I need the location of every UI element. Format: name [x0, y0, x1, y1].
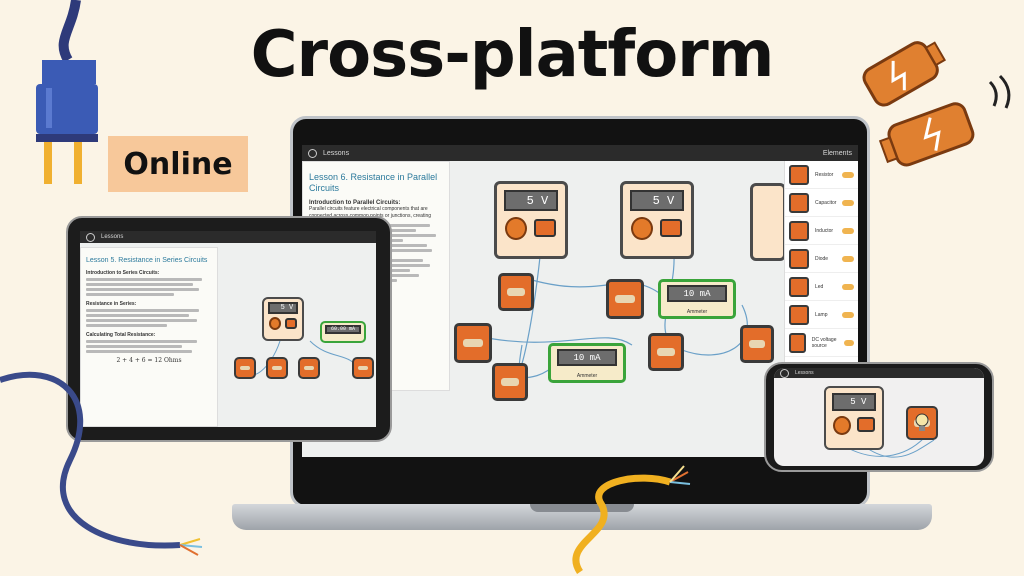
- ammeter-display: 10 mA: [556, 349, 618, 367]
- voltage-source-2[interactable]: 5 V: [620, 181, 694, 259]
- voltage-display: 5 V: [503, 189, 559, 212]
- lessons-tab[interactable]: Lessons: [323, 149, 350, 157]
- ammeter-display: 10 mA: [666, 285, 728, 303]
- voltage-source[interactable]: 5 V: [824, 386, 884, 450]
- online-badge: Online: [108, 136, 248, 192]
- tablet-screen: Lessons Lesson 5. Resistance in Series C…: [80, 231, 376, 427]
- power-plug-icon: [36, 0, 98, 184]
- section-heading: Introduction to Series Circuits:: [86, 270, 160, 276]
- app-logo-icon: [780, 368, 789, 378]
- resistor-icon: [789, 164, 809, 185]
- app-logo-icon: [308, 148, 317, 158]
- resistor-2[interactable]: [266, 357, 288, 379]
- tablet-app-bar: Lessons: [80, 231, 376, 243]
- wire-icon: [572, 465, 691, 574]
- voltage-knob-icon[interactable]: [268, 317, 281, 331]
- voltage-knob-icon[interactable]: [505, 217, 527, 241]
- resistor-5[interactable]: [648, 333, 684, 371]
- voltage-source[interactable]: 5 V: [262, 297, 304, 341]
- app-logo-icon: [86, 232, 95, 242]
- voltage-display: 5 V: [831, 392, 877, 411]
- switch-toggle[interactable]: [660, 218, 683, 238]
- inductor-icon: [789, 220, 809, 241]
- section-heading: Introduction to Parallel Circuits:: [309, 200, 401, 206]
- resistor-3[interactable]: [454, 323, 492, 363]
- lesson-panel: Lesson 5. Resistance in Series Circuits …: [80, 247, 218, 427]
- battery-icon: [862, 41, 1011, 167]
- resistor-1[interactable]: [234, 357, 256, 379]
- laptop-app-bar: Lessons Elements: [302, 145, 858, 161]
- lesson-title: Lesson 6. Resistance in Parallel Circuit…: [309, 172, 438, 193]
- resistor-2[interactable]: [606, 279, 644, 319]
- resistor-4[interactable]: [352, 357, 374, 379]
- element-led[interactable]: Led: [785, 273, 858, 301]
- ammeter-1[interactable]: 10 mA Ammeter: [658, 279, 736, 319]
- element-inductor[interactable]: Inductor: [785, 217, 858, 245]
- voltage-source-1[interactable]: 5 V: [494, 181, 568, 259]
- resistor-6[interactable]: [740, 325, 774, 363]
- switch-toggle[interactable]: [534, 218, 557, 238]
- phone-app-bar: Lessons: [774, 368, 984, 378]
- switch-toggle[interactable]: [284, 318, 298, 329]
- element-dc-source[interactable]: DC voltage source: [785, 329, 858, 357]
- ammeter-display: 60.00 mA: [325, 324, 361, 334]
- lamp-component[interactable]: [906, 406, 938, 440]
- ammeter-label: Ammeter: [576, 372, 598, 379]
- voltage-source-3[interactable]: [750, 183, 786, 261]
- section-heading: Calculating Total Resistance:: [86, 332, 156, 338]
- lessons-tab[interactable]: Lessons: [101, 234, 124, 240]
- lesson-title: Lesson 5. Resistance in Series Circuits: [86, 257, 208, 264]
- element-capacitor[interactable]: Capacitor: [785, 189, 858, 217]
- voltage-knob-icon[interactable]: [832, 415, 851, 435]
- voltage-display: 5 V: [267, 302, 299, 315]
- element-lamp[interactable]: Lamp: [785, 301, 858, 329]
- resistor-4[interactable]: [492, 363, 528, 401]
- lessons-tab[interactable]: Lessons: [795, 370, 814, 376]
- laptop-notch: [530, 504, 634, 512]
- cable-icon: [0, 371, 203, 556]
- phone-screen: Lessons 5 V: [774, 368, 984, 466]
- capacitor-icon: [789, 192, 809, 213]
- resistor-3[interactable]: [298, 357, 320, 379]
- ammeter[interactable]: 60.00 mA: [320, 321, 366, 343]
- bulb-icon: [915, 413, 929, 431]
- section-heading: Resistance in Series:: [86, 301, 137, 307]
- circuit-wires: [843, 437, 935, 458]
- formula: 2 + 4 + 6 = 12 Ohms: [116, 357, 182, 364]
- element-resistor[interactable]: Resistor: [785, 161, 858, 189]
- voltage-knob-icon[interactable]: [631, 217, 653, 241]
- diode-icon: [789, 248, 809, 269]
- headline: Cross-platform: [250, 18, 775, 92]
- dc-source-icon: [789, 332, 806, 353]
- switch-toggle[interactable]: [856, 416, 875, 433]
- resistor-1[interactable]: [498, 273, 534, 311]
- elements-tab[interactable]: Elements: [822, 149, 852, 157]
- element-diode[interactable]: Diode: [785, 245, 858, 273]
- voltage-display: 5 V: [629, 189, 685, 212]
- lamp-icon: [789, 304, 809, 325]
- ammeter-label: Ammeter: [686, 308, 708, 315]
- led-icon: [789, 276, 809, 297]
- ammeter-2[interactable]: 10 mA Ammeter: [548, 343, 626, 383]
